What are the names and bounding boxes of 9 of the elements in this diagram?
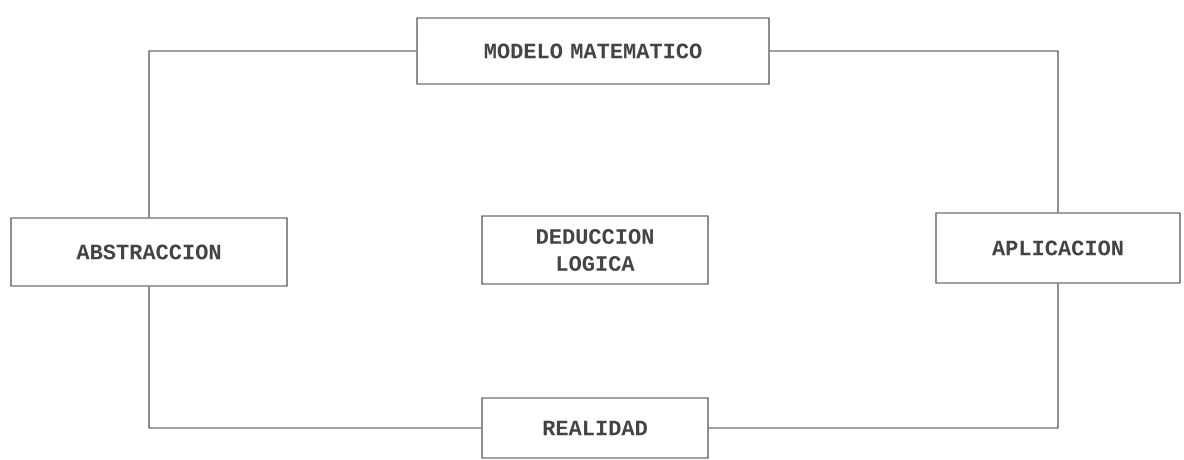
process-box: ABSTRACCION [10,217,288,287]
connector-line [708,283,1059,429]
process-box: DEDUCCION LOGICA [481,215,709,285]
process-box: REALIDAD [481,397,709,459]
process-box: APLICACION [935,212,1181,284]
process-box: MODELO MATEMATICO [416,17,770,85]
connector-line [148,50,417,218]
connector-line [148,286,482,429]
connector-line [769,50,1059,213]
